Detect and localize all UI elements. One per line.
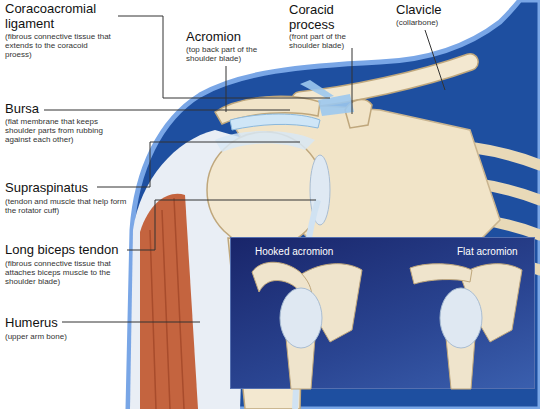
part-name: Long biceps tendon xyxy=(5,243,145,258)
part-description: (flat membrane that keeps shoulder parts… xyxy=(5,118,117,145)
part-description: (fibrous connective tissue that attaches… xyxy=(5,260,117,287)
biceps-muscle xyxy=(140,194,198,409)
part-description: (fibrous connective tissue that extends … xyxy=(5,33,113,60)
inset-panel: Hooked acromion Flat acromion xyxy=(230,237,535,389)
leader-line xyxy=(425,30,445,90)
part-name: Acromion xyxy=(186,30,276,45)
humerus-head xyxy=(207,132,323,248)
part-description: (collarbone) xyxy=(396,19,476,28)
part-name: Coracoacromial ligament xyxy=(5,2,117,31)
part-name: Supraspinatus xyxy=(5,181,135,196)
part-description: (top back part of the shoulder blade) xyxy=(186,46,276,64)
part-name: Bursa xyxy=(5,102,125,117)
leader-line xyxy=(44,110,290,111)
part-description: (front part of the shoulder blade) xyxy=(289,33,369,51)
inset-heading: Flat acromion xyxy=(457,246,518,257)
leader-line xyxy=(97,142,300,187)
inset-heading: Hooked acromion xyxy=(255,246,333,257)
part-name: Clavicle xyxy=(396,3,476,18)
part-name: Humerus xyxy=(5,316,105,331)
leader-line xyxy=(62,322,200,323)
bursa-shape xyxy=(230,114,320,130)
part-name: Coracid process xyxy=(289,3,355,32)
part-description: (upper arm bone) xyxy=(5,333,105,342)
leader-line xyxy=(226,66,227,112)
body-silhouette xyxy=(128,0,540,409)
part-description: (tendon and muscle that help form the ro… xyxy=(5,198,127,216)
leader-line xyxy=(352,48,353,114)
